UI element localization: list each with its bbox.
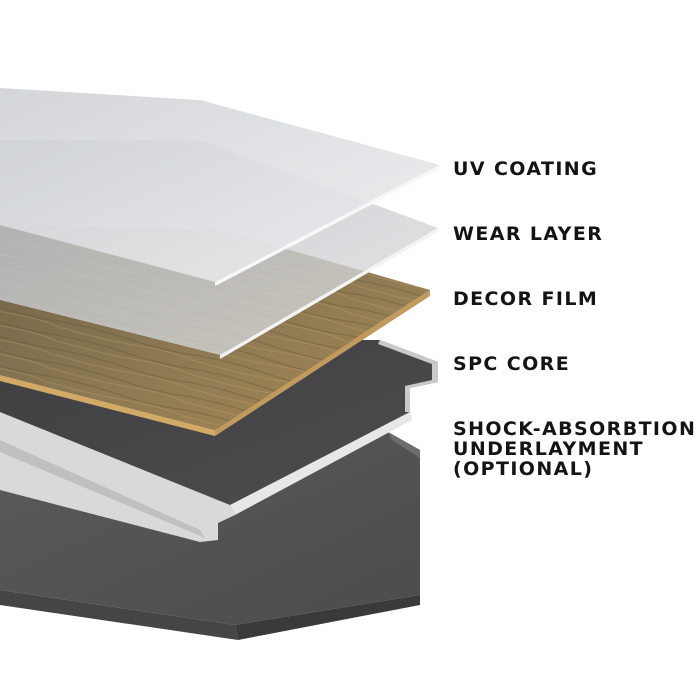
shock-absorption-label: SHOCK-ABSORBTION UNDERLAYMENT (OPTIONAL): [453, 419, 696, 479]
shock-absorption-label-line-1: SHOCK-ABSORBTION: [453, 418, 697, 440]
uv-coating-layer: [0, 88, 440, 286]
shock-absorption-label-line-3: (OPTIONAL): [453, 458, 594, 480]
uv-coating-label: UV COATING: [453, 158, 599, 180]
spc-core-label: SPC CORE: [453, 353, 571, 375]
decor-film-label: DECOR FILM: [453, 288, 599, 310]
wear-layer-label: WEAR LAYER: [453, 223, 604, 245]
shock-absorption-label-line-2: UNDERLAYMENT: [453, 438, 645, 460]
